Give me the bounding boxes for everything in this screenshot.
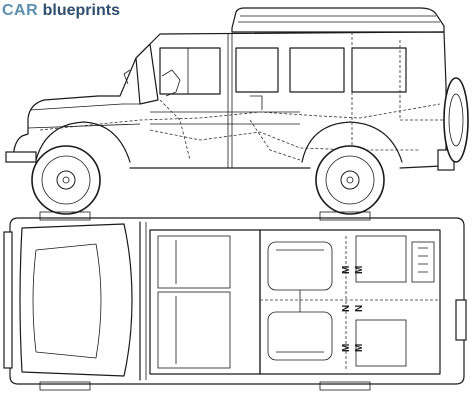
rear-seat-1 xyxy=(267,241,333,291)
rear-compartment xyxy=(259,229,441,375)
logo-brand: CAR xyxy=(2,2,39,19)
front-door-window xyxy=(159,47,221,95)
front-bumper-top xyxy=(3,231,13,369)
cab-floor xyxy=(149,229,261,375)
top-view: M N M M N M xyxy=(3,211,467,391)
top-rear-wheel-left xyxy=(319,381,371,391)
rear-seat-2 xyxy=(267,311,333,361)
spare-wheel xyxy=(443,77,469,163)
top-front-wheel-right xyxy=(39,211,91,221)
rear-wheel-hub xyxy=(340,170,360,190)
top-rear-wheel-right xyxy=(319,211,371,221)
front-bumper xyxy=(5,151,37,163)
seat-marker-4: M xyxy=(354,266,365,274)
seat-marker-6: M xyxy=(354,344,365,352)
seat-marker-3: M xyxy=(341,344,352,352)
front-wheel-hub xyxy=(56,170,76,190)
top-body-outline xyxy=(9,217,465,385)
seat-marker-2: N xyxy=(341,305,352,312)
top-front-wheel-left xyxy=(39,381,91,391)
side-window-2 xyxy=(351,47,407,93)
chassis-dashed-outline xyxy=(39,32,444,168)
side-view xyxy=(5,7,469,215)
logo-word: blueprints xyxy=(42,2,120,19)
seat-marker-5: N xyxy=(354,305,365,312)
bonnet-top xyxy=(19,223,133,377)
seat-marker-1: M xyxy=(341,266,352,274)
roof-rack xyxy=(231,7,445,33)
front-seat-left xyxy=(157,291,231,369)
windscreen xyxy=(135,43,159,105)
rear-door-window xyxy=(235,47,279,93)
side-body-outline xyxy=(13,31,447,169)
front-seat-right xyxy=(157,235,231,289)
rear-spare-top xyxy=(455,299,467,341)
carblueprints-logo: CAR blueprints xyxy=(2,2,120,20)
side-bench-2 xyxy=(355,319,407,367)
side-bench-1 xyxy=(355,235,407,283)
rear-wheel-arch xyxy=(301,121,403,163)
side-window-1 xyxy=(289,47,345,93)
tailgate-box xyxy=(411,241,435,283)
front-wheel-arch xyxy=(35,121,131,163)
